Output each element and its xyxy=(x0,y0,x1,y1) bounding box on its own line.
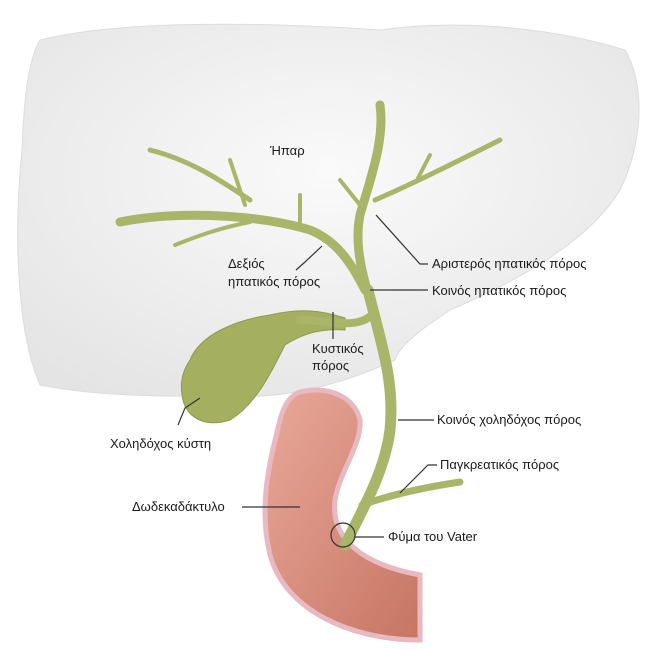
ampulla-circle xyxy=(330,522,356,548)
gallbladder-shape xyxy=(180,310,346,424)
bile-ducts xyxy=(115,100,503,551)
label-right-hepatic-duct-2: ηπατικός πόρος xyxy=(228,274,320,289)
label-right-hepatic-duct: Δεξιός xyxy=(228,256,265,271)
liver-shape xyxy=(17,23,640,397)
label-pancreatic-duct: Παγκρεατικός πόρος xyxy=(440,457,559,472)
label-duodenum: Δωδεκαδάκτυλο xyxy=(132,499,225,514)
label-cystic-duct-2: πόρος xyxy=(312,358,349,373)
label-left-hepatic-duct: Αριστερός ηπατικός πόρος xyxy=(432,256,587,271)
leader-lines xyxy=(177,214,437,548)
label-ampulla-of-vater: Φύμα του Vater xyxy=(388,529,478,544)
label-gallbladder: Χοληδόχος κύστη xyxy=(110,436,211,451)
label-common-hepatic-duct: Κοινός ηπατικός πόρος xyxy=(432,283,566,298)
label-cystic-duct: Κυστικός xyxy=(312,341,364,356)
label-liver: Ήπαρ xyxy=(269,143,305,158)
label-common-bile-duct: Κοινός χοληδόχος πόρος xyxy=(437,412,581,427)
duodenum-shape xyxy=(262,387,423,643)
